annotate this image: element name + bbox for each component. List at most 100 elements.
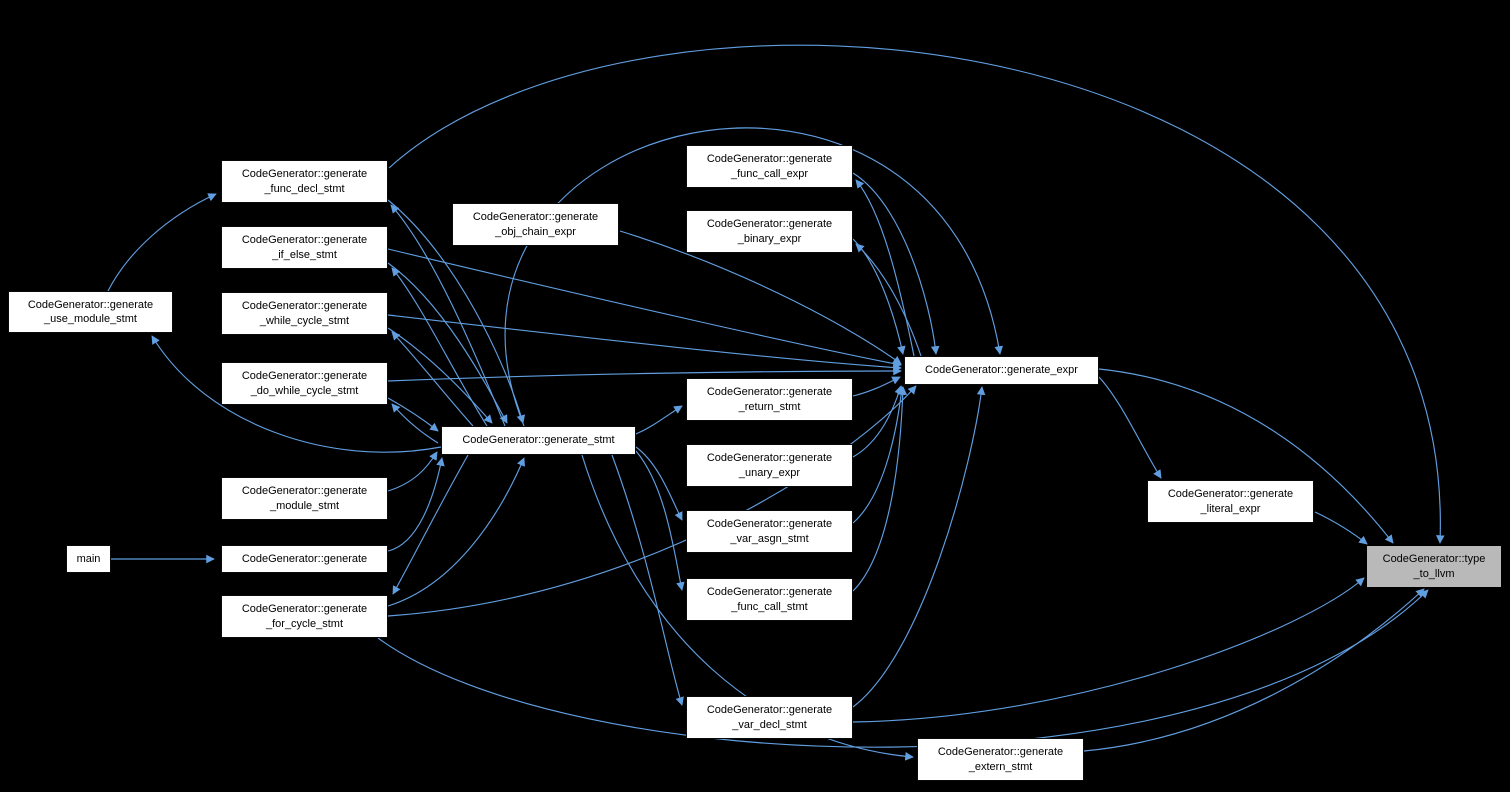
- node-use_module_stmt[interactable]: CodeGenerator::generate_use_module_stmt: [8, 291, 173, 333]
- edge-for_cycle_stmt-to-generate_stmt: [387, 457, 525, 607]
- node-obj_chain_expr[interactable]: CodeGenerator::generate_obj_chain_expr: [452, 203, 619, 246]
- node-binary_expr[interactable]: CodeGenerator::generate_binary_expr: [686, 210, 853, 253]
- edge-generate_stmt-to-return_stmt: [635, 405, 683, 435]
- edge-use_module_stmt-to-func_decl_stmt: [107, 193, 217, 292]
- node-var_asgn_stmt[interactable]: CodeGenerator::generate_var_asgn_stmt: [686, 510, 853, 553]
- node-label: CodeGenerator::generate: [1167, 488, 1294, 501]
- edge-generate_stmt-to-for_cycle_stmt: [392, 454, 469, 595]
- edge-generate_expr-to-binary_expr: [855, 243, 922, 357]
- node-label: _func_call_expr: [730, 167, 809, 180]
- node-label: CodeGenerator::generate: [706, 218, 833, 231]
- edge-generate_stmt-to-if_else_stmt: [391, 267, 488, 427]
- node-label: _literal_expr: [1200, 502, 1261, 515]
- node-label: _for_cycle_stmt: [265, 617, 344, 630]
- node-label: CodeGenerator::generate: [241, 234, 368, 247]
- node-label: _extern_stmt: [968, 760, 1033, 773]
- node-func_decl_stmt[interactable]: CodeGenerator::generate_func_decl_stmt: [221, 160, 388, 203]
- edge-func_call_expr-to-generate_expr: [852, 172, 940, 355]
- edge-do_while_cycle_stmt-to-generate_stmt: [387, 397, 439, 432]
- edge-generate_stmt-to-var_asgn_stmt: [635, 446, 683, 521]
- edge-func_decl_stmt-to-type_to_llvm: [388, 44, 1445, 544]
- edge-if_else_stmt-to-generate_expr: [387, 248, 902, 368]
- edge-if_else_stmt-to-generate_stmt: [387, 262, 508, 424]
- edge-while_cycle_stmt-to-generate_stmt: [387, 327, 493, 424]
- edge-generate_stmt-to-use_module_stmt: [151, 335, 442, 453]
- node-label: _var_decl_stmt: [732, 718, 807, 731]
- node-label: CodeGenerator::generate: [241, 552, 368, 565]
- node-generate_expr[interactable]: CodeGenerator::generate_expr: [904, 356, 1099, 385]
- node-label: _use_module_stmt: [44, 313, 137, 325]
- edge-for_cycle_stmt-to-type_to_llvm: [377, 589, 1429, 748]
- node-label: CodeGenerator::generate: [706, 153, 833, 166]
- node-label: CodeGenerator::type: [1382, 553, 1486, 566]
- edge-generate_stmt-to-extern_stmt: [581, 454, 914, 761]
- edge-extern_stmt-to-type_to_llvm: [1083, 588, 1425, 752]
- node-for_cycle_stmt[interactable]: CodeGenerator::generate_for_cycle_stmt: [221, 595, 388, 638]
- edge-return_stmt-to-generate_expr: [852, 376, 901, 397]
- node-if_else_stmt[interactable]: CodeGenerator::generate_if_else_stmt: [221, 226, 388, 269]
- node-label: _if_else_stmt: [272, 248, 337, 261]
- node-label: _obj_chain_expr: [495, 225, 576, 238]
- node-label: _module_stmt: [269, 499, 340, 512]
- node-func_call_stmt[interactable]: CodeGenerator::generate_func_call_stmt: [686, 578, 853, 621]
- node-main[interactable]: main: [66, 545, 111, 573]
- edge-generate_stmt-to-generate_expr: [504, 127, 1003, 427]
- node-label: CodeGenerator::generate: [706, 586, 833, 599]
- node-label: CodeGenerator::generate_stmt: [462, 434, 615, 447]
- node-return_stmt[interactable]: CodeGenerator::generate_return_stmt: [686, 378, 853, 421]
- edge-generate_stmt-to-func_call_stmt: [635, 450, 685, 591]
- node-label: CodeGenerator::generate: [241, 485, 368, 498]
- node-label: _return_stmt: [738, 400, 801, 413]
- node-label: CodeGenerator::generate: [706, 452, 833, 465]
- node-label: main: [76, 552, 101, 565]
- node-type_to_llvm: CodeGenerator::type_to_llvm: [1366, 545, 1502, 588]
- edge-generate_expr-to-func_call_expr: [855, 179, 915, 357]
- node-label: _to_llvm: [1413, 567, 1455, 580]
- edge-unary_expr-to-generate_expr: [852, 385, 903, 458]
- node-label: CodeGenerator::generate: [706, 704, 833, 717]
- node-generate_stmt[interactable]: CodeGenerator::generate_stmt: [441, 426, 636, 455]
- node-label: CodeGenerator::generate: [241, 168, 368, 181]
- edge-do_while_cycle_stmt-to-generate_expr: [387, 366, 902, 382]
- node-label: _do_while_cycle_stmt: [250, 384, 359, 397]
- node-while_cycle_stmt[interactable]: CodeGenerator::generate_while_cycle_stmt: [221, 292, 388, 335]
- edge-obj_chain_expr-to-generate_expr: [619, 230, 902, 365]
- edge-generate_stmt-to-do_while_cycle_stmt: [391, 403, 439, 444]
- node-label: CodeGenerator::generate_expr: [925, 364, 1078, 377]
- node-label: CodeGenerator::generate: [241, 603, 368, 616]
- node-label: _binary_expr: [737, 232, 802, 245]
- node-unary_expr[interactable]: CodeGenerator::generate_unary_expr: [686, 444, 853, 487]
- node-label: _while_cycle_stmt: [259, 314, 350, 327]
- node-label: CodeGenerator::generate: [27, 298, 154, 311]
- node-label: CodeGenerator::generate: [706, 386, 833, 399]
- edge-var_asgn_stmt-to-generate_expr: [852, 386, 906, 524]
- node-label: CodeGenerator::generate: [241, 370, 368, 383]
- node-label: CodeGenerator::generate: [241, 300, 368, 313]
- node-label: _func_decl_stmt: [264, 182, 345, 195]
- node-extern_stmt[interactable]: CodeGenerator::generate_extern_stmt: [917, 738, 1084, 781]
- edge-generate-to-generate_stmt: [387, 457, 445, 552]
- node-label: _var_asgn_stmt: [730, 532, 809, 545]
- node-label: CodeGenerator::generate: [937, 746, 1064, 759]
- edge-literal_expr-to-type_to_llvm: [1314, 511, 1368, 545]
- edge-module_stmt-to-generate_stmt: [387, 451, 438, 492]
- edge-func_call_stmt-to-generate_expr: [852, 386, 908, 592]
- node-label: CodeGenerator::generate: [472, 211, 599, 224]
- edge-var_decl_stmt-to-generate_expr: [852, 386, 986, 708]
- node-generate[interactable]: CodeGenerator::generate: [221, 545, 388, 573]
- node-label: _func_call_stmt: [731, 600, 808, 613]
- edge-var_decl_stmt-to-type_to_llvm: [852, 577, 1365, 723]
- node-label: CodeGenerator::generate: [706, 518, 833, 531]
- edge-generate_expr-to-literal_expr: [1098, 376, 1162, 479]
- node-func_call_expr[interactable]: CodeGenerator::generate_func_call_expr: [686, 145, 853, 188]
- node-literal_expr[interactable]: CodeGenerator::generate_literal_expr: [1147, 480, 1314, 523]
- edge-while_cycle_stmt-to-generate_expr: [387, 314, 902, 372]
- edge-generate_stmt-to-while_cycle_stmt: [391, 331, 474, 427]
- node-module_stmt[interactable]: CodeGenerator::generate_module_stmt: [221, 477, 388, 520]
- node-var_decl_stmt[interactable]: CodeGenerator::generate_var_decl_stmt: [686, 696, 853, 739]
- node-label: _unary_expr: [738, 466, 801, 479]
- node-do_while_cycle_stmt[interactable]: CodeGenerator::generate_do_while_cycle_s…: [221, 362, 388, 405]
- edge-generate_expr-to-type_to_llvm: [1098, 368, 1394, 544]
